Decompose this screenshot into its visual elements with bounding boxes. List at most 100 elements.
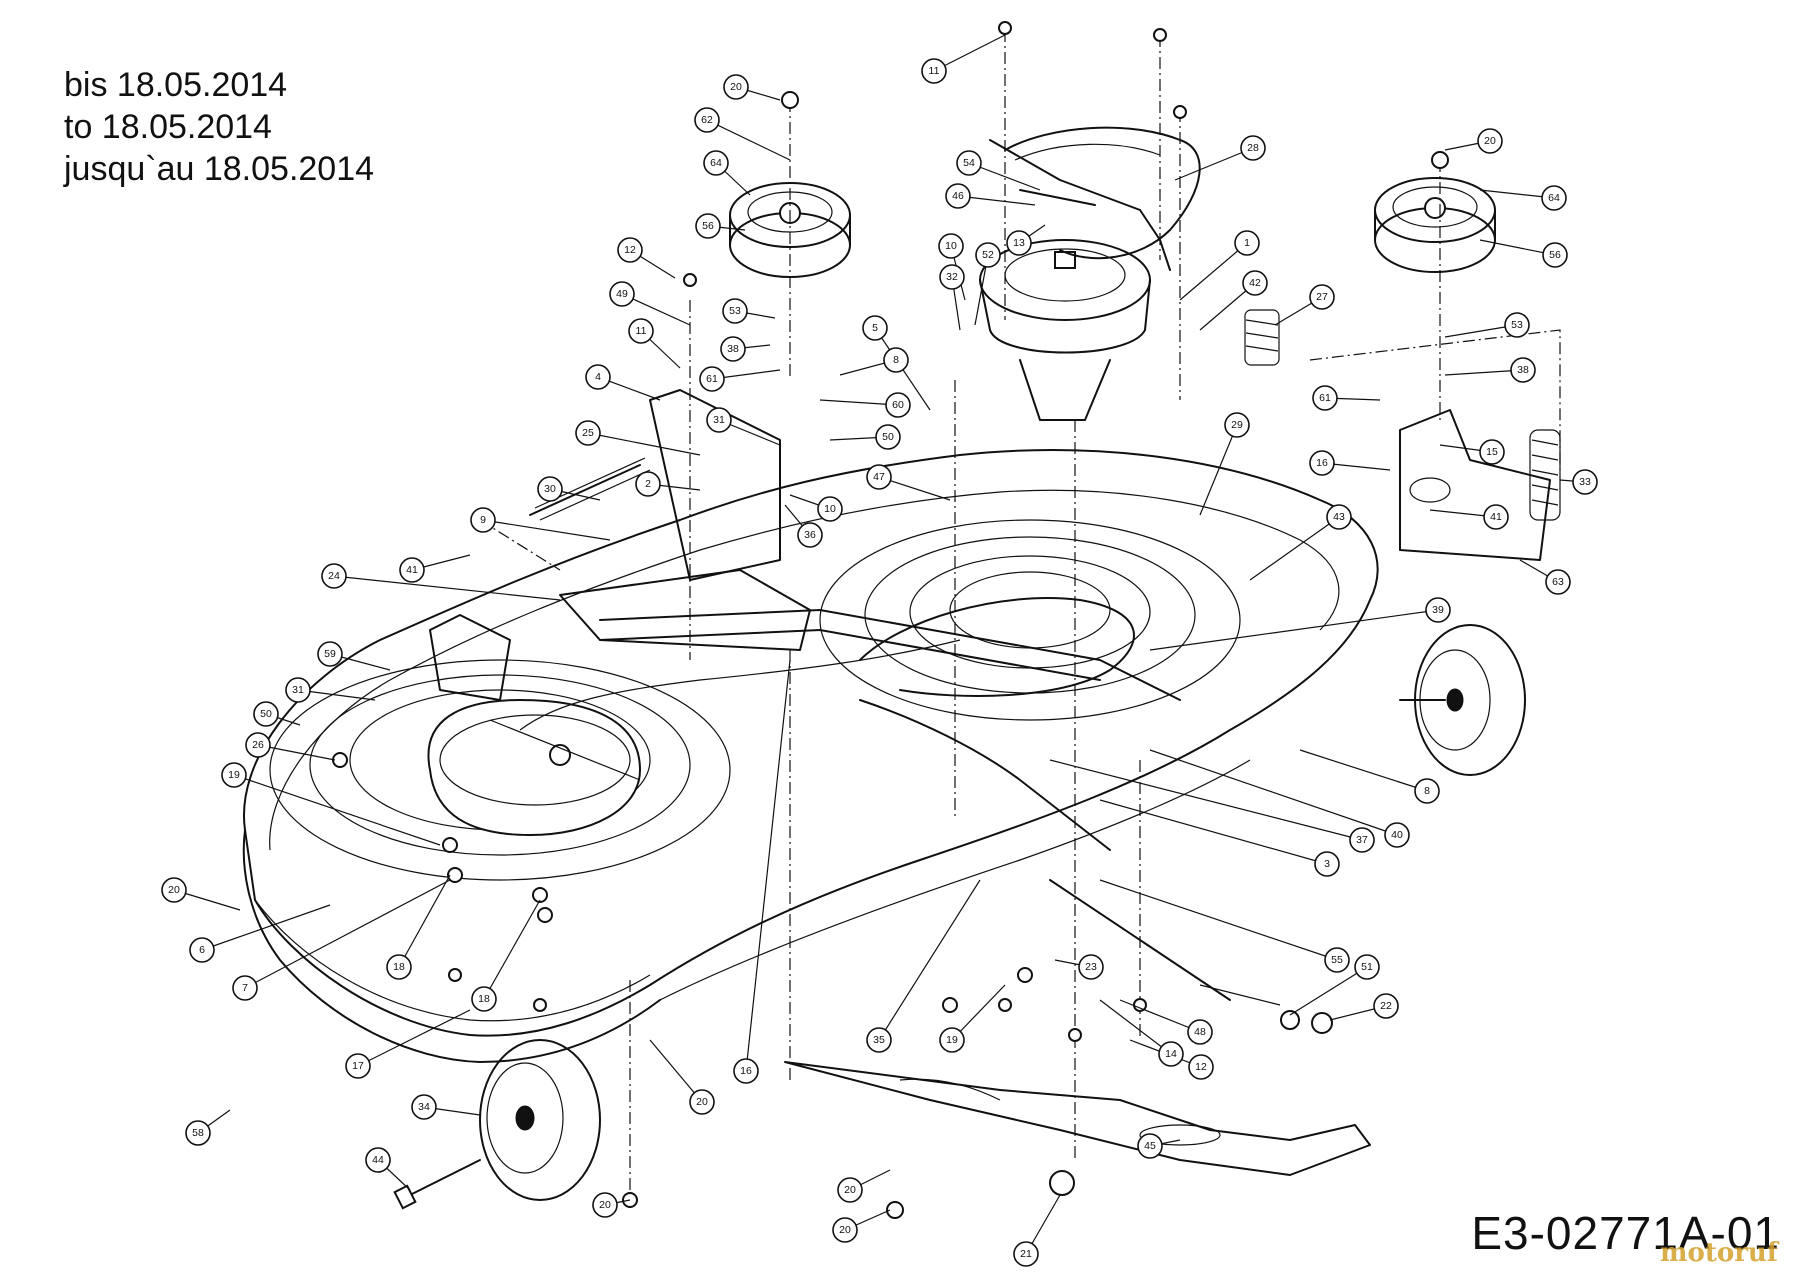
part-callout: 43 [1326, 504, 1352, 530]
callout-leader [201, 904, 331, 951]
belt-guide-bracket [989, 139, 1171, 271]
callout-circle [1242, 270, 1268, 296]
callout-number: 37 [1356, 834, 1368, 846]
lift-bracket [559, 569, 811, 651]
part-callout: 19 [221, 762, 247, 788]
callout-leader [706, 119, 791, 161]
callout-circle [703, 150, 729, 176]
callout-number: 36 [804, 529, 816, 541]
part-callout: 61 [699, 366, 725, 392]
callout-number: 58 [192, 1127, 204, 1139]
callout-number: 18 [393, 961, 405, 973]
coil-spring [1244, 309, 1280, 366]
callout-circle [232, 975, 258, 1001]
hardware-fasteners [332, 21, 1449, 1219]
part-callout: 15 [1479, 439, 1505, 465]
callout-circle [883, 347, 909, 373]
part-callout: 53 [722, 298, 748, 324]
callout-circle [1477, 128, 1503, 154]
callout-leader [1149, 749, 1398, 836]
callout-circle [1504, 312, 1530, 338]
callout-number: 15 [1486, 446, 1498, 458]
callout-circle [720, 336, 746, 362]
callout-leader [233, 774, 441, 846]
callout-circle [699, 366, 725, 392]
callout-circle [1326, 504, 1352, 530]
part-callout: 40 [1384, 822, 1410, 848]
part-callout: 29 [1224, 412, 1250, 438]
callout-circle [1158, 1041, 1184, 1067]
callout-number: 20 [168, 884, 180, 896]
part-callout: 5 [862, 315, 888, 341]
callout-circle [1187, 1019, 1213, 1045]
callout-number: 11 [929, 65, 940, 77]
part-callout: 53 [1504, 312, 1530, 338]
callout-circle [1188, 1054, 1214, 1080]
part-callout: 4 [585, 364, 611, 390]
callout-circle [694, 107, 720, 133]
callout-circle [1545, 569, 1571, 595]
callout-circle [585, 364, 611, 390]
part-callout: 60 [885, 392, 911, 418]
callout-circle [1078, 954, 1104, 980]
callout-number: 20 [1484, 135, 1496, 147]
callout-number: 47 [873, 471, 885, 483]
callout-leader [649, 1039, 703, 1103]
part-callout: 2 [635, 471, 661, 497]
part-callout: 20 [837, 1177, 863, 1203]
callout-leader [819, 399, 899, 406]
left-spindle-housing [269, 659, 731, 881]
callout-leader [1099, 799, 1328, 865]
callout-circle [253, 701, 279, 727]
callout-number: 59 [324, 648, 336, 660]
callout-circle [317, 641, 343, 667]
callout-circle [285, 677, 311, 703]
callout-leader [1444, 369, 1524, 376]
callout-circle [921, 58, 947, 84]
part-callout: 21 [1013, 1241, 1039, 1267]
callout-circle [386, 954, 412, 980]
callout-leader [1289, 966, 1368, 1016]
callout-number: 41 [1490, 511, 1502, 523]
part-callout: 31 [706, 407, 732, 433]
part-callout: 56 [695, 213, 721, 239]
callout-number: 44 [372, 1154, 384, 1166]
callout-number: 31 [292, 684, 304, 696]
part-callout: 64 [1541, 185, 1567, 211]
callout-number: 8 [893, 354, 899, 366]
part-callout: 20 [689, 1089, 715, 1115]
callout-circle [939, 1027, 965, 1053]
callout-number: 61 [706, 373, 718, 385]
validity-line-de: bis 18.05.2014 [64, 66, 288, 104]
callout-number: 2 [645, 478, 651, 490]
callout-leader [1174, 147, 1254, 181]
part-callout: 55 [1324, 947, 1350, 973]
part-callout: 20 [1477, 128, 1503, 154]
callout-circle [1479, 439, 1505, 465]
callout-number: 48 [1194, 1026, 1206, 1038]
callout-number: 20 [730, 81, 742, 93]
callout-number: 4 [595, 371, 601, 383]
callout-number: 20 [696, 1096, 708, 1108]
part-callout: 8 [1414, 778, 1440, 804]
belt-guard [1004, 126, 1201, 260]
callout-number: 25 [582, 427, 594, 439]
callout-number: 49 [616, 288, 628, 300]
callout-circle [1349, 827, 1375, 853]
callout-circle [1312, 385, 1338, 411]
callout-circle [1384, 822, 1410, 848]
callout-leader [1099, 999, 1172, 1055]
callout-leader [1099, 879, 1338, 961]
part-callout: 11 [628, 318, 654, 344]
callout-circle [723, 74, 749, 100]
part-callout: 52 [975, 242, 1001, 268]
part-callout: 8 [883, 347, 909, 373]
callout-leader [1119, 999, 1201, 1033]
callout-number: 43 [1333, 511, 1345, 523]
callout-leader [297, 689, 376, 701]
callout-circle [245, 732, 271, 758]
callout-circle [1483, 504, 1509, 530]
callout-circle [1137, 1133, 1163, 1159]
